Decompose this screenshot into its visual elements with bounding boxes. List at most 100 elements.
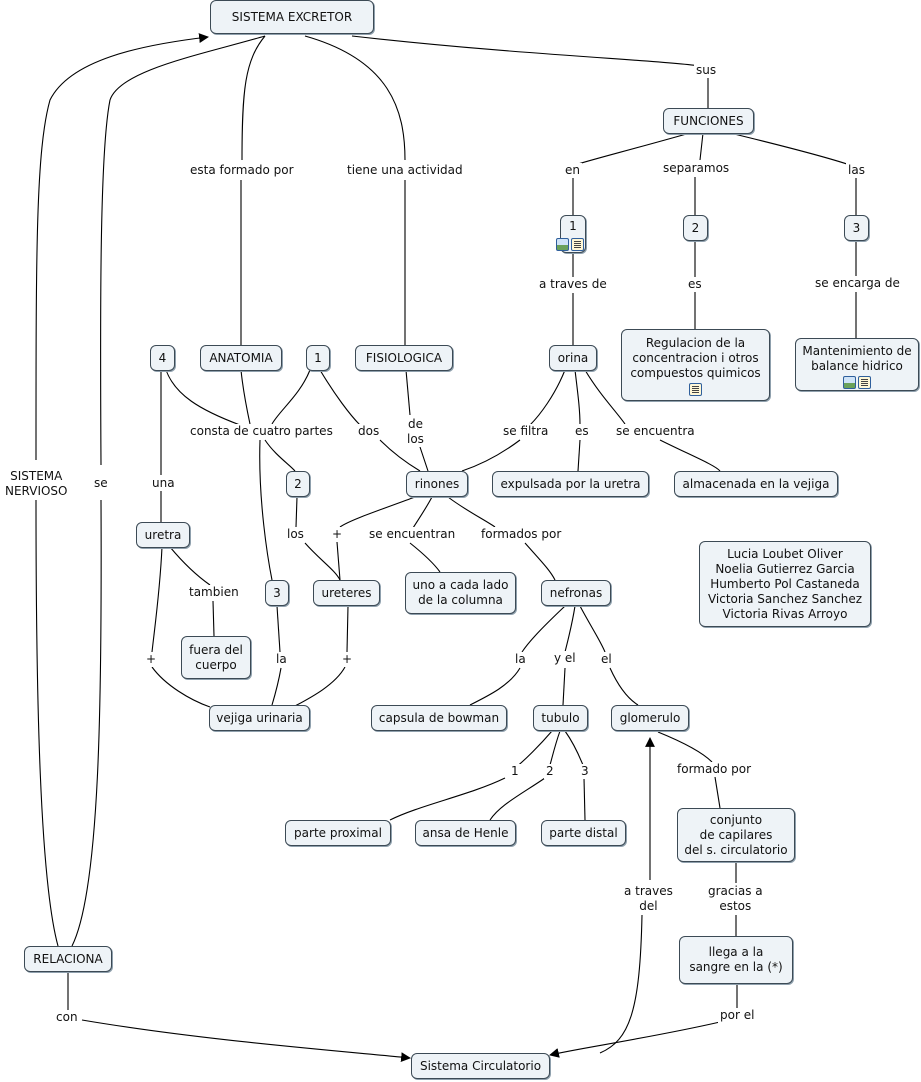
node-llega-sangre[interactable]: llega a la sangre en la (*) bbox=[679, 936, 793, 984]
label-una[interactable]: una bbox=[150, 476, 177, 491]
label-se-encuentran[interactable]: se encuentran bbox=[367, 527, 458, 542]
node-funcion-2[interactable]: 2 bbox=[683, 215, 708, 241]
label-se[interactable]: se bbox=[92, 476, 110, 491]
mantenimiento-icons bbox=[843, 376, 871, 389]
link-porel-circ bbox=[549, 1021, 721, 1058]
label-sus[interactable]: sus bbox=[694, 63, 719, 78]
link-formados-nefronas bbox=[524, 542, 556, 581]
node-regulacion[interactable]: Regulacion de la concentracion i otros c… bbox=[621, 329, 770, 401]
node-vejiga-urinaria[interactable]: vejiga urinaria bbox=[209, 705, 310, 731]
label-la-nefronas[interactable]: la bbox=[513, 652, 528, 667]
label-consta[interactable]: consta de cuatro partes bbox=[188, 424, 335, 439]
node-fuera-cuerpo[interactable]: fuera del cuerpo bbox=[181, 636, 251, 679]
label-formado-por[interactable]: formado por bbox=[675, 762, 753, 777]
label-tubulo-1[interactable]: 1 bbox=[509, 764, 521, 779]
link-tambien-fuera bbox=[212, 600, 215, 637]
node-1[interactable]: 1 bbox=[306, 345, 330, 371]
node-capsula-bowman[interactable]: capsula de bowman bbox=[371, 705, 507, 731]
label-de-los[interactable]: de los bbox=[405, 417, 426, 447]
link-n1-consta bbox=[271, 369, 311, 425]
link-2-henle bbox=[489, 777, 546, 821]
label-plus-uretra[interactable]: + bbox=[144, 652, 159, 667]
node-conjunto-capilares[interactable]: conjunto de capilares del s. circulatori… bbox=[677, 808, 795, 862]
node-relaciona[interactable]: RELACIONA bbox=[24, 946, 112, 972]
document-icon[interactable] bbox=[571, 238, 584, 251]
funcion-1-icons bbox=[556, 238, 584, 251]
node-rinones[interactable]: rinones bbox=[406, 471, 468, 497]
node-orina[interactable]: orina bbox=[549, 345, 597, 371]
node-sistema-excretor[interactable]: SISTEMA EXCRETOR bbox=[210, 0, 374, 34]
node-almacenada[interactable]: almacenada en la vejiga bbox=[674, 471, 838, 497]
label-tiene-actividad[interactable]: tiene una actividad bbox=[345, 163, 465, 178]
node-autores[interactable]: Lucia Loubet Oliver Noelia Gutierrez Gar… bbox=[699, 541, 871, 627]
label-en[interactable]: en bbox=[563, 163, 582, 178]
node-nefronas[interactable]: nefronas bbox=[541, 580, 611, 606]
label-dos[interactable]: dos bbox=[356, 424, 382, 439]
node-tubulo[interactable]: tubulo bbox=[533, 705, 588, 731]
label-por-el[interactable]: por el bbox=[718, 1008, 757, 1023]
node-funciones[interactable]: FUNCIONES bbox=[663, 108, 754, 134]
node-2[interactable]: 2 bbox=[286, 471, 310, 497]
link-excretor-actividad bbox=[304, 35, 406, 161]
label-y-el[interactable]: y el bbox=[552, 651, 578, 666]
node-mantenimiento[interactable]: Mantenimiento de balance hidrico bbox=[795, 338, 919, 391]
label-sistema-nervioso[interactable]: SISTEMA NERVIOSO bbox=[3, 469, 70, 499]
node-ansa-henle[interactable]: ansa de Henle bbox=[415, 820, 516, 846]
label-con[interactable]: con bbox=[54, 1010, 80, 1025]
image-icon[interactable] bbox=[556, 238, 569, 251]
link-fisio-delos bbox=[405, 369, 411, 416]
node-ureteres[interactable]: ureteres bbox=[313, 580, 380, 606]
label-a-traves-del[interactable]: a traves del bbox=[622, 884, 675, 914]
link-con-circ bbox=[81, 1019, 411, 1063]
label-tambien[interactable]: tambien bbox=[187, 585, 241, 600]
link-rinones-encuentran bbox=[412, 496, 433, 529]
node-label: Sistema Circulatorio bbox=[419, 1058, 542, 1073]
node-expulsada[interactable]: expulsada por la uretra bbox=[492, 471, 649, 497]
link-la-capsula bbox=[469, 667, 521, 706]
label-se-filtra[interactable]: se filtra bbox=[501, 424, 551, 439]
document-icon[interactable] bbox=[689, 383, 702, 396]
label-se-encuentra[interactable]: se encuentra bbox=[614, 424, 697, 439]
label-tubulo-2[interactable]: 2 bbox=[544, 764, 556, 779]
label-gracias-a-estos[interactable]: gracias a estos bbox=[706, 884, 765, 914]
link-2-los bbox=[295, 496, 298, 528]
node-sistema-circulatorio[interactable]: Sistema Circulatorio bbox=[411, 1053, 550, 1079]
link-3-distal bbox=[583, 777, 586, 821]
label-los[interactable]: los bbox=[285, 527, 306, 542]
label-plus-vejiga[interactable]: + bbox=[340, 652, 355, 667]
label-formados-por[interactable]: formados por bbox=[479, 527, 564, 542]
node-label: expulsada por la uretra bbox=[500, 476, 641, 491]
label-el[interactable]: el bbox=[599, 652, 614, 667]
image-icon[interactable] bbox=[843, 376, 856, 389]
link-el-glomerulo bbox=[609, 667, 639, 706]
node-label: almacenada en la vejiga bbox=[682, 476, 830, 491]
link-nef-yel bbox=[564, 605, 576, 653]
document-icon[interactable] bbox=[858, 376, 871, 389]
link-rinones-plus bbox=[339, 496, 416, 528]
label-a-traves-de[interactable]: a traves de bbox=[537, 277, 609, 292]
node-3[interactable]: 3 bbox=[265, 580, 289, 606]
node-parte-distal[interactable]: parte distal bbox=[541, 820, 626, 846]
node-parte-proximal[interactable]: parte proximal bbox=[285, 820, 391, 846]
link-4-consta bbox=[165, 369, 241, 426]
node-glomerulo[interactable]: glomerulo bbox=[611, 705, 689, 731]
node-label: ansa de Henle bbox=[422, 825, 509, 840]
label-plus-ureteres[interactable]: + bbox=[330, 527, 345, 542]
label-se-encarga-de[interactable]: se encarga de bbox=[813, 276, 902, 291]
node-funcion-3[interactable]: 3 bbox=[844, 215, 869, 241]
label-esta-formado-por[interactable]: esta formado por bbox=[188, 163, 296, 178]
label-es-orina[interactable]: es bbox=[573, 424, 591, 439]
node-uretra[interactable]: uretra bbox=[136, 522, 190, 548]
link-nef-la bbox=[521, 605, 566, 653]
node-label: FISIOLOGICA bbox=[365, 350, 443, 365]
node-fisiologica[interactable]: FISIOLOGICA bbox=[355, 345, 453, 371]
link-rinones-formados bbox=[447, 496, 496, 528]
label-las[interactable]: las bbox=[846, 163, 867, 178]
label-separamos[interactable]: separamos bbox=[661, 161, 732, 176]
label-la-n3[interactable]: la bbox=[274, 652, 289, 667]
node-anatomia[interactable]: ANATOMIA bbox=[200, 345, 282, 371]
node-4[interactable]: 4 bbox=[150, 345, 175, 371]
label-tubulo-3[interactable]: 3 bbox=[579, 764, 591, 779]
node-uno-cada-lado[interactable]: uno a cada lado de la columna bbox=[405, 572, 516, 614]
label-es-funcion-2[interactable]: es bbox=[686, 277, 704, 292]
